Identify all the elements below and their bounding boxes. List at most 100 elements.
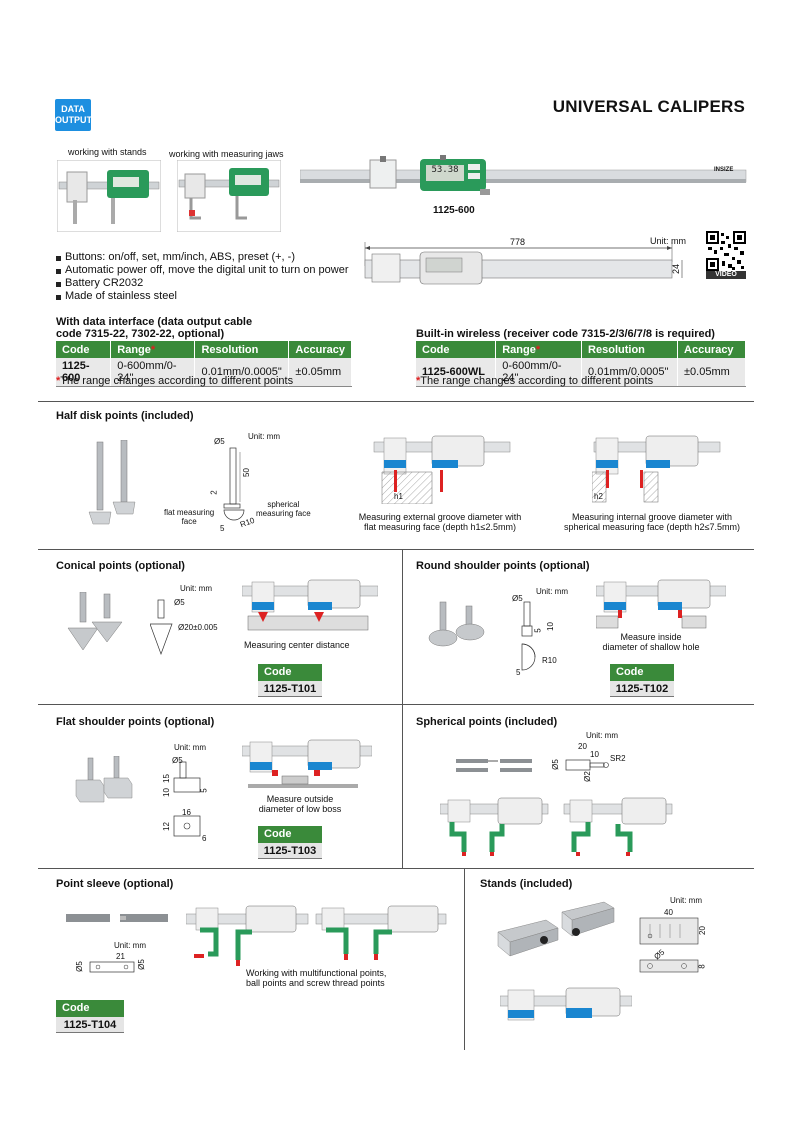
dim-sr2: SR2 <box>610 754 626 763</box>
code-value: 1125-T102 <box>610 681 674 697</box>
flat-shoulder-title: Flat shoulder points (optional) <box>56 716 215 728</box>
dim-2: 2 <box>209 490 219 495</box>
spherical-dimension-drawing <box>565 759 609 771</box>
flat-shoulder-dimension-drawing <box>173 761 201 837</box>
point-sleeve-title: Point sleeve (optional) <box>56 878 174 890</box>
flat-shoulder-points-illustration <box>75 756 133 803</box>
conical-code-box: Code 1125-T101 <box>258 664 322 697</box>
qr-video-label: VIDEO <box>706 271 746 279</box>
note-text: The range changes according to different… <box>420 375 654 387</box>
stands-unit: Unit: mm <box>670 896 702 905</box>
shallow-hole-illustration <box>596 579 726 629</box>
half-disk-photo <box>85 440 145 530</box>
table-header-row: Code Range* Resolution Accuracy <box>416 341 746 358</box>
table-left-heading: With data interface (data output cable c… <box>56 316 252 340</box>
cell-range: 0-600mm/0-24" <box>110 358 196 387</box>
conical-unit: Unit: mm <box>180 584 212 593</box>
half-disk-unit: Unit: mm <box>248 432 280 441</box>
dim-dia5: Ø5 <box>550 759 560 770</box>
spherical-face-label-1: spherical <box>267 500 300 509</box>
point-sleeve-usage-illustration <box>186 905 447 966</box>
unit-label: Unit: mm <box>650 236 686 246</box>
spherical-unit: Unit: mm <box>586 731 618 740</box>
spherical-usage-illustration <box>440 797 673 856</box>
caption-stands: working with stands <box>68 147 147 157</box>
point-sleeve-unit: Unit: mm <box>114 941 146 950</box>
flat-face-label-1: flat measuring <box>164 508 215 517</box>
feature-item: Buttons: on/off, set, mm/inch, ABS, pres… <box>56 251 349 264</box>
internal-groove-diagram: h2 <box>592 434 722 504</box>
brand-mark: INSIZE <box>714 167 734 173</box>
spherical-face-label-2: measuring face <box>256 509 311 518</box>
code-value: 1125-T103 <box>258 843 322 859</box>
point-sleeve-code-box: Code 1125-T104 <box>56 1000 124 1033</box>
code-label: Code <box>258 664 322 681</box>
divider <box>38 704 754 705</box>
spherical-usage-diagrams <box>440 796 676 858</box>
round-shoulder-photo <box>424 600 494 650</box>
internal-groove-caption: Measuring internal groove diameter with … <box>562 512 742 532</box>
conical-usage-diagram <box>242 578 378 638</box>
qr-code[interactable]: VIDEO <box>706 231 746 279</box>
conical-caption: Measuring center distance <box>244 640 350 650</box>
lcd-reading: 53.38 <box>431 165 459 175</box>
feature-list: Buttons: on/off, set, mm/inch, ABS, pres… <box>56 251 349 303</box>
divider <box>402 549 403 869</box>
flat-shoulder-unit: Unit: mm <box>174 743 206 752</box>
external-caption-2: flat measuring face (depth h1≤2.5mm) <box>363 522 516 532</box>
range-asterisk: * <box>535 343 541 356</box>
caliper-jaws-illustration <box>177 160 281 232</box>
conical-photo <box>62 592 132 652</box>
half-disk-drawing: Ø5 50 2 5 R10 <box>210 437 274 534</box>
half-disk-title: Half disk points (included) <box>56 410 194 422</box>
dim-dia5-left: Ø5 <box>74 961 84 972</box>
page-title: UNIVERSAL CALIPERS <box>552 97 745 116</box>
point-sleeve-usage-diagrams <box>186 904 450 968</box>
cell-accuracy: ±0.05mm <box>677 358 746 387</box>
code-label: Code <box>56 1000 124 1017</box>
round-shoulder-drawing: Ø5 5 10 5 R10 <box>512 594 572 678</box>
h1-label: h1 <box>394 492 403 501</box>
divider <box>464 868 465 1050</box>
round-shoulder-usage-diagram <box>596 578 726 632</box>
round-shoulder-dimension-drawing <box>521 601 536 671</box>
dim-5: 5 <box>199 788 209 793</box>
code-value: 1125-T101 <box>258 681 322 697</box>
photo-with-stands <box>57 160 161 232</box>
round-shoulder-title: Round shoulder points (optional) <box>416 560 590 572</box>
col-resolution: Resolution <box>194 341 290 358</box>
spherical-photo <box>456 756 542 776</box>
low-boss-illustration <box>242 739 372 788</box>
dim-16: 16 <box>182 808 191 817</box>
round-shoulder-caption: Measure inside diameter of shallow hole <box>596 632 706 652</box>
col-resolution: Resolution <box>581 341 679 358</box>
table-header-row: Code Range* Resolution Accuracy <box>56 341 352 358</box>
flat-shoulder-caption-1: Measure outside <box>266 794 334 804</box>
point-sleeve-drawing: 21 Ø5 Ø5 <box>74 950 158 978</box>
divider <box>38 549 754 550</box>
round-shoulder-points-illustration <box>428 601 485 647</box>
flat-shoulder-photo <box>70 756 140 806</box>
caption-jaws: working with measuring jaws <box>169 149 284 159</box>
flat-shoulder-code-box: Code 1125-T103 <box>258 826 322 859</box>
dim-height: 24 <box>671 263 682 275</box>
table-left-heading-line2: code 7315-22, 7302-22, optional) <box>56 328 225 340</box>
range-asterisk: * <box>150 343 156 356</box>
cell-code: 1125-600WL <box>416 358 497 387</box>
stands-usage-diagram <box>500 986 632 1022</box>
qr-icon <box>706 231 746 271</box>
round-shoulder-code-box: Code 1125-T102 <box>610 664 674 697</box>
dim-50: 50 <box>241 468 251 477</box>
photo-with-jaws <box>177 160 281 232</box>
spherical-title: Spherical points (included) <box>416 716 558 728</box>
point-sleeve-caption-1: Working with multifunctional points, <box>246 968 387 978</box>
dim-dia5: Ø5 <box>512 594 523 603</box>
dim-6: 6 <box>202 834 207 843</box>
internal-groove-illustration <box>592 435 721 503</box>
caliper-outline-drawing <box>364 242 683 285</box>
external-groove-caption: Measuring external groove diameter with … <box>352 512 528 532</box>
spherical-points-illustration <box>456 759 532 772</box>
col-range: Range* <box>495 341 583 358</box>
point-sleeve-photo <box>66 910 172 926</box>
note-asterisk: * <box>416 375 421 387</box>
